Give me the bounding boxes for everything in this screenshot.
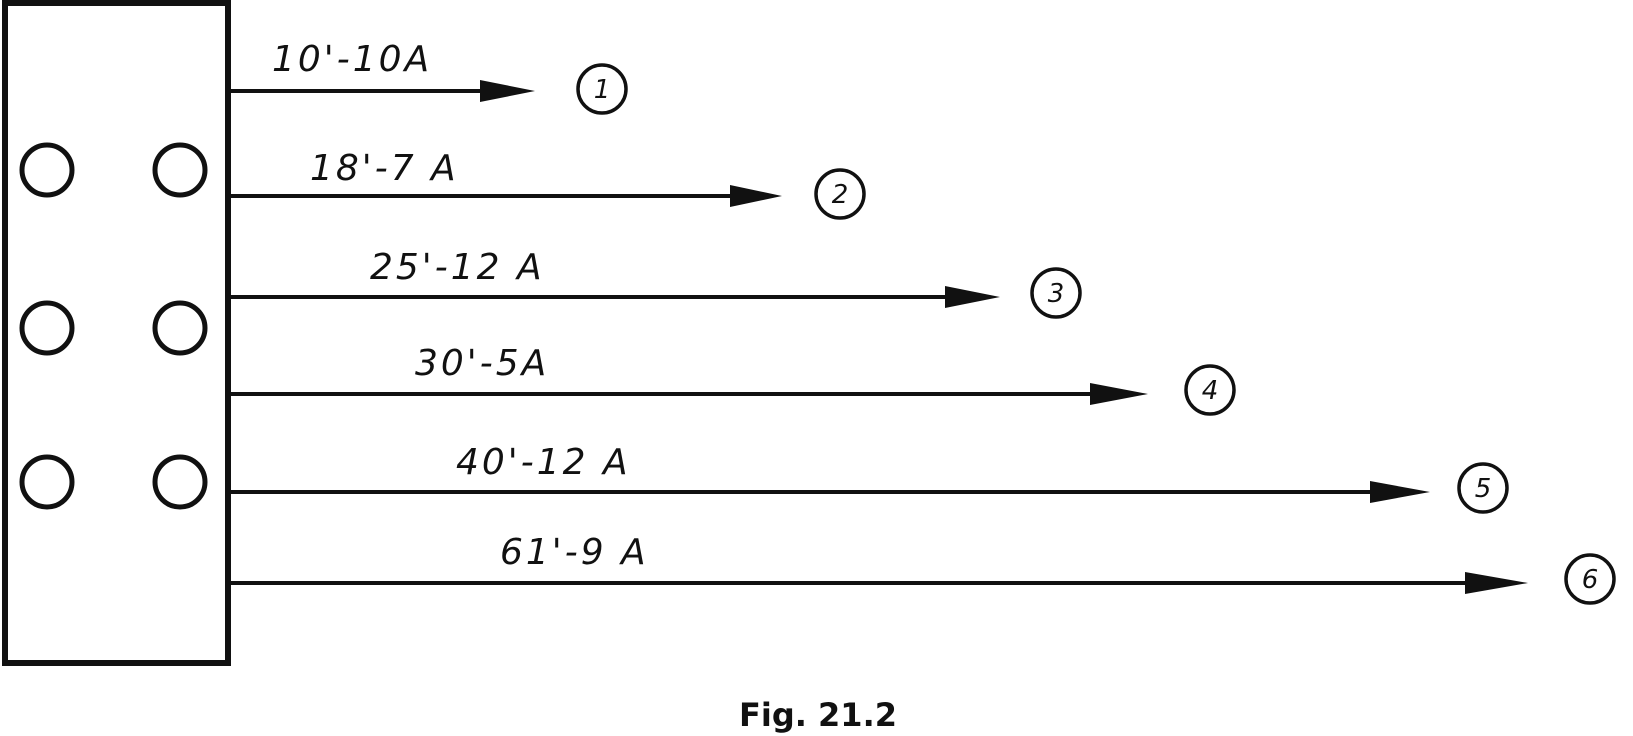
outlet <box>19 300 75 356</box>
circuit-number-circle <box>576 63 628 115</box>
circuit-label: 18'-7 A <box>310 148 459 189</box>
outlet <box>152 300 208 356</box>
circuit-number-circle <box>1564 553 1616 605</box>
circuit-number-circle <box>1184 364 1236 416</box>
circuit-5: 40'-12 A 5 <box>228 442 1509 514</box>
figure-caption: Fig. 21.2 <box>739 696 897 734</box>
arrowhead <box>1090 383 1148 405</box>
circuit-3: 25'-12 A 3 <box>228 247 1082 319</box>
outlet <box>152 454 208 510</box>
outlet <box>19 454 75 510</box>
circuit-1: 10'-10A 1 <box>228 39 628 115</box>
circuit-number-circle <box>1030 267 1082 319</box>
circuit-label: 30'-5A <box>415 343 549 384</box>
circuit-number-circle <box>1457 462 1509 514</box>
circuit-number: 5 <box>1475 474 1492 504</box>
panel-box <box>2 0 231 666</box>
arrowhead <box>1370 481 1430 503</box>
circuit-number: 6 <box>1582 565 1599 595</box>
circuit-number-circle <box>814 168 866 220</box>
outlet <box>19 142 75 198</box>
circuit-number: 4 <box>1202 376 1219 406</box>
arrowhead <box>945 286 1000 308</box>
panel-outlets <box>19 142 208 510</box>
circuit-4: 30'-5A 4 <box>228 343 1236 416</box>
circuit-label: 10'-10A <box>272 39 432 80</box>
circuit-number: 3 <box>1048 279 1065 309</box>
circuit-label: 40'-12 A <box>456 442 631 483</box>
circuit-label: 61'-9 A <box>500 532 649 573</box>
circuit-2: 18'-7 A 2 <box>228 148 866 220</box>
circuit-label: 25'-12 A <box>370 247 545 288</box>
circuit-number: 1 <box>594 75 611 105</box>
arrowhead <box>1465 572 1528 594</box>
outlet <box>152 142 208 198</box>
arrowhead <box>730 185 782 207</box>
arrowhead <box>480 80 535 102</box>
circuit-6: 61'-9 A 6 <box>228 532 1616 605</box>
circuit-number: 2 <box>832 180 849 210</box>
